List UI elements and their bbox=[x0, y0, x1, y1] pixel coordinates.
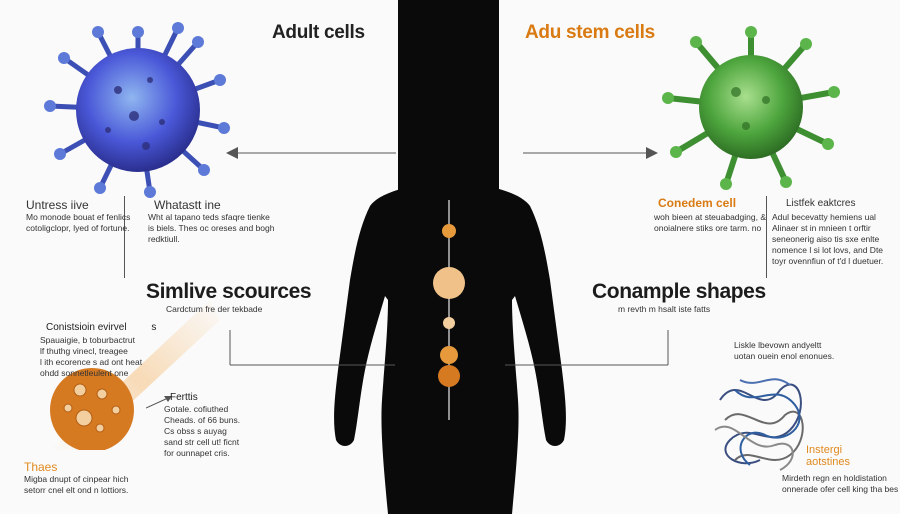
callout-arrow bbox=[146, 396, 172, 409]
top-right-title: Adu stem cells bbox=[525, 22, 655, 43]
lower-left-title-tail: s bbox=[151, 322, 157, 333]
right-mid-text: Liskle lbevown andyeltt uotan ouein enol… bbox=[734, 340, 835, 361]
bottom-left-text: Migba dnupt of cinpear hich setorr cnel … bbox=[24, 474, 129, 495]
right-heading-text: m revth m hsalt iste fatts bbox=[618, 304, 711, 314]
left-heading-title: Simlive scources bbox=[146, 280, 312, 303]
divider-right bbox=[766, 196, 767, 278]
callout-left-title: Ferttis bbox=[170, 392, 198, 403]
bottom-right-text: Mirdeth regn en holdistation onnerade of… bbox=[782, 473, 899, 494]
lower-left-title: Conistsioin evirvel bbox=[46, 322, 127, 333]
left-block-title: Untress iive bbox=[26, 198, 89, 212]
orange-cell-icon bbox=[50, 300, 220, 450]
bottom-right-title: Instergi aotstines bbox=[806, 444, 851, 468]
top-left-title: Adult cells bbox=[272, 22, 365, 43]
middle-left-title: Whatastt ine bbox=[154, 198, 221, 212]
right-block-one-title: Conedem cell bbox=[658, 196, 737, 210]
middle-left-text: Wht al tapano teds sfaqre tienke is biel… bbox=[148, 212, 275, 244]
green-cell-icon bbox=[662, 26, 840, 190]
lower-left-title-row: Conistsioin evirvel s bbox=[46, 322, 156, 333]
blue-cell-icon bbox=[44, 22, 230, 198]
lower-left-text: Spauaigie, b toburbactrut lf thuthg vine… bbox=[40, 335, 143, 378]
divider-left bbox=[124, 196, 125, 278]
left-heading-text: Cardctum fre der tekbade bbox=[166, 304, 263, 314]
right-block-two-text: Adul becevatty hemiens ual Alinaer st in… bbox=[772, 212, 884, 266]
bottom-left-title: Thaes bbox=[24, 460, 58, 474]
left-block-text: Mo monode bouat ef fenlics cotoligclopr,… bbox=[26, 212, 131, 233]
right-block-two-title: Listfek eaktcres bbox=[786, 198, 856, 209]
callout-left-text: Gotale. cofiuthed Cheads. of 66 buns. Cs… bbox=[164, 404, 241, 458]
protein-structure-icon bbox=[714, 378, 804, 471]
right-block-one-text: woh bieen at steuabadging, & onoialnere … bbox=[654, 212, 767, 233]
right-heading-title: Conample shapes bbox=[592, 280, 766, 303]
